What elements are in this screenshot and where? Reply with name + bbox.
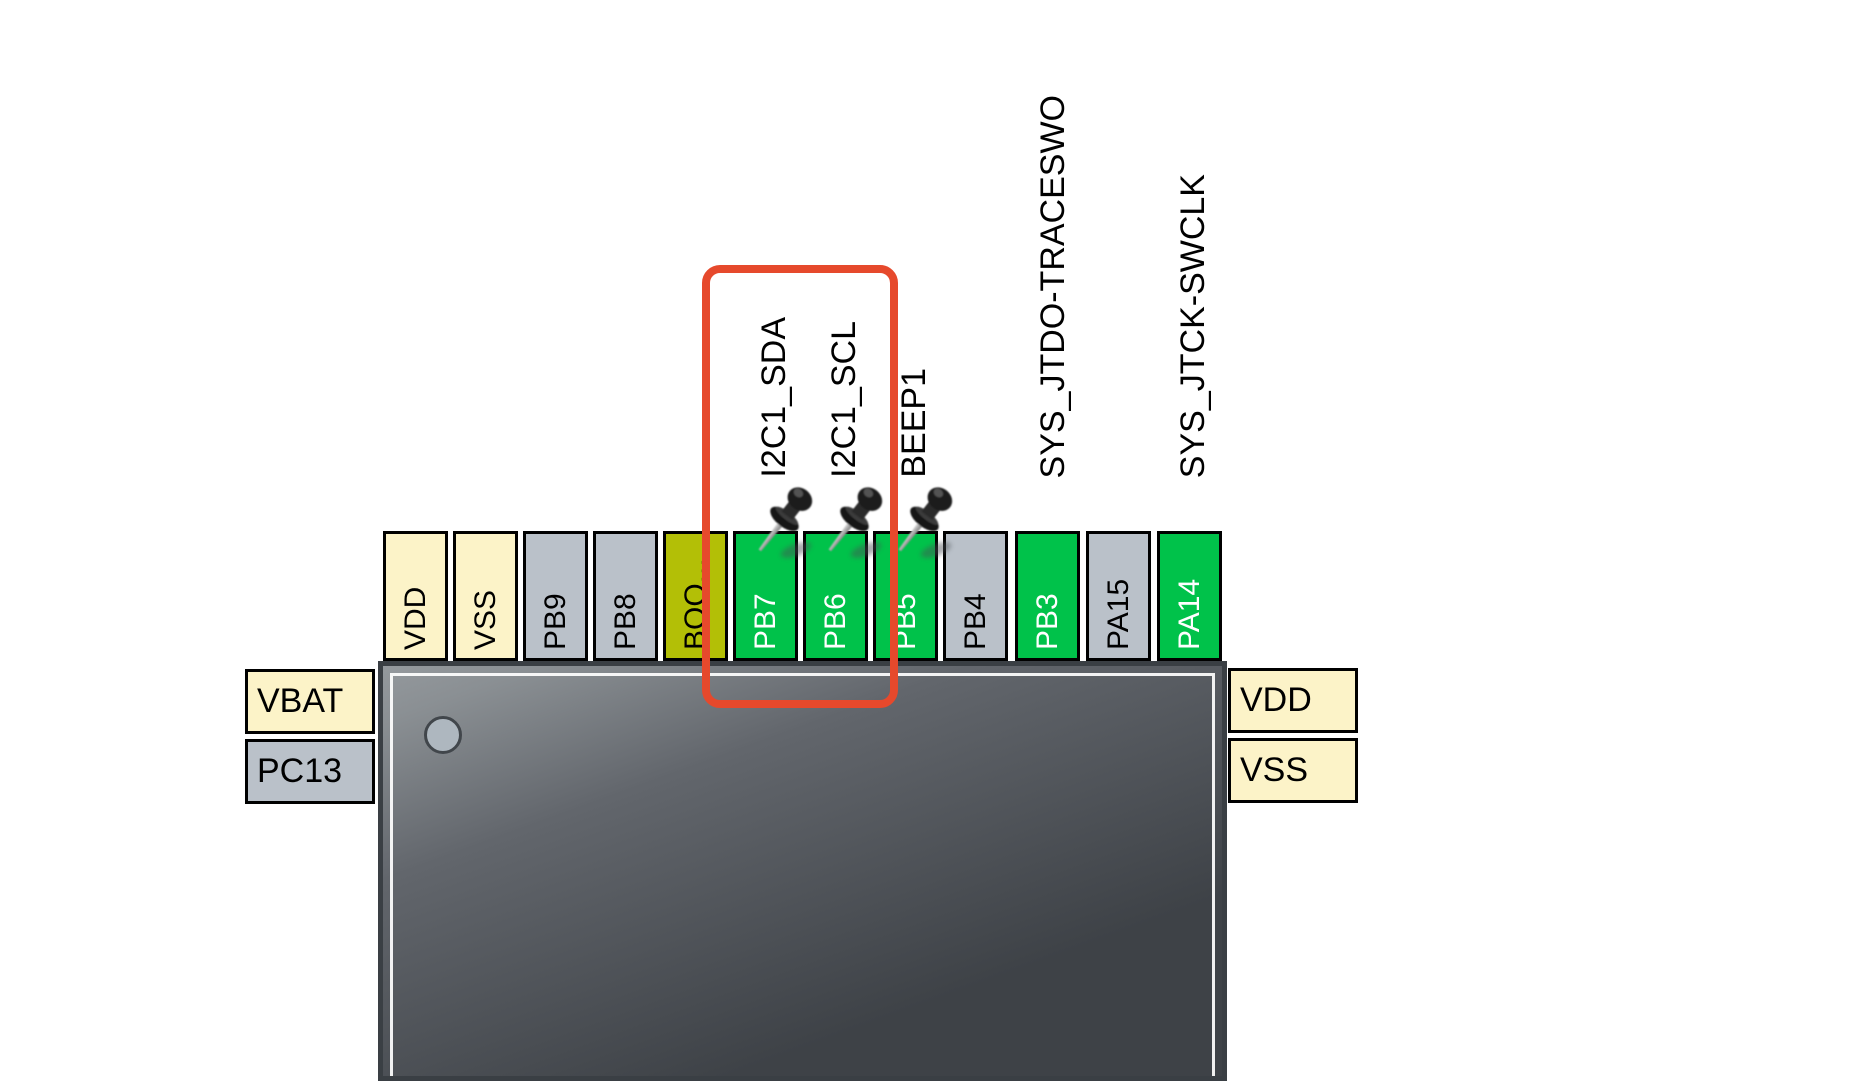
pin-pa14[interactable]: PA14 xyxy=(1157,531,1222,661)
pin1-indicator-circle xyxy=(424,716,462,754)
pin-pb3[interactable]: PB3 xyxy=(1015,531,1080,661)
pin-vbat[interactable]: VBAT xyxy=(245,669,375,734)
pushpin-icon-pb7 xyxy=(758,487,813,558)
pin-boot0[interactable]: BOO... xyxy=(663,531,728,661)
pin-vss-top[interactable]: VSS xyxy=(453,531,518,661)
pin-vdd-top[interactable]: VDD xyxy=(383,531,448,661)
pushpin-icon-pb6 xyxy=(828,487,883,558)
signal-label-pb6: I2C1_SCL xyxy=(825,321,863,478)
chip-inner-outline xyxy=(390,673,1215,1076)
pin-pa15[interactable]: PA15 xyxy=(1086,531,1151,661)
signal-label-pb3: SYS_JTDO-TRACESWO xyxy=(1034,94,1072,478)
pin-vss-right[interactable]: VSS xyxy=(1228,738,1358,803)
signal-label-pb5: BEEP1 xyxy=(895,368,933,478)
pin-pb9[interactable]: PB9 xyxy=(523,531,588,661)
signal-label-pa14: SYS_JTCK-SWCLK xyxy=(1174,173,1212,478)
chip-body xyxy=(378,661,1227,1081)
pin-vdd-right[interactable]: VDD xyxy=(1228,668,1358,733)
pinout-canvas: I2C1_SDA I2C1_SCL BEEP1 SYS_JTDO-TRACESW… xyxy=(245,94,1358,1081)
pin-pb8[interactable]: PB8 xyxy=(593,531,658,661)
pushpin-icon-pb5 xyxy=(898,487,953,558)
signal-label-pb7: I2C1_SDA xyxy=(755,317,793,478)
